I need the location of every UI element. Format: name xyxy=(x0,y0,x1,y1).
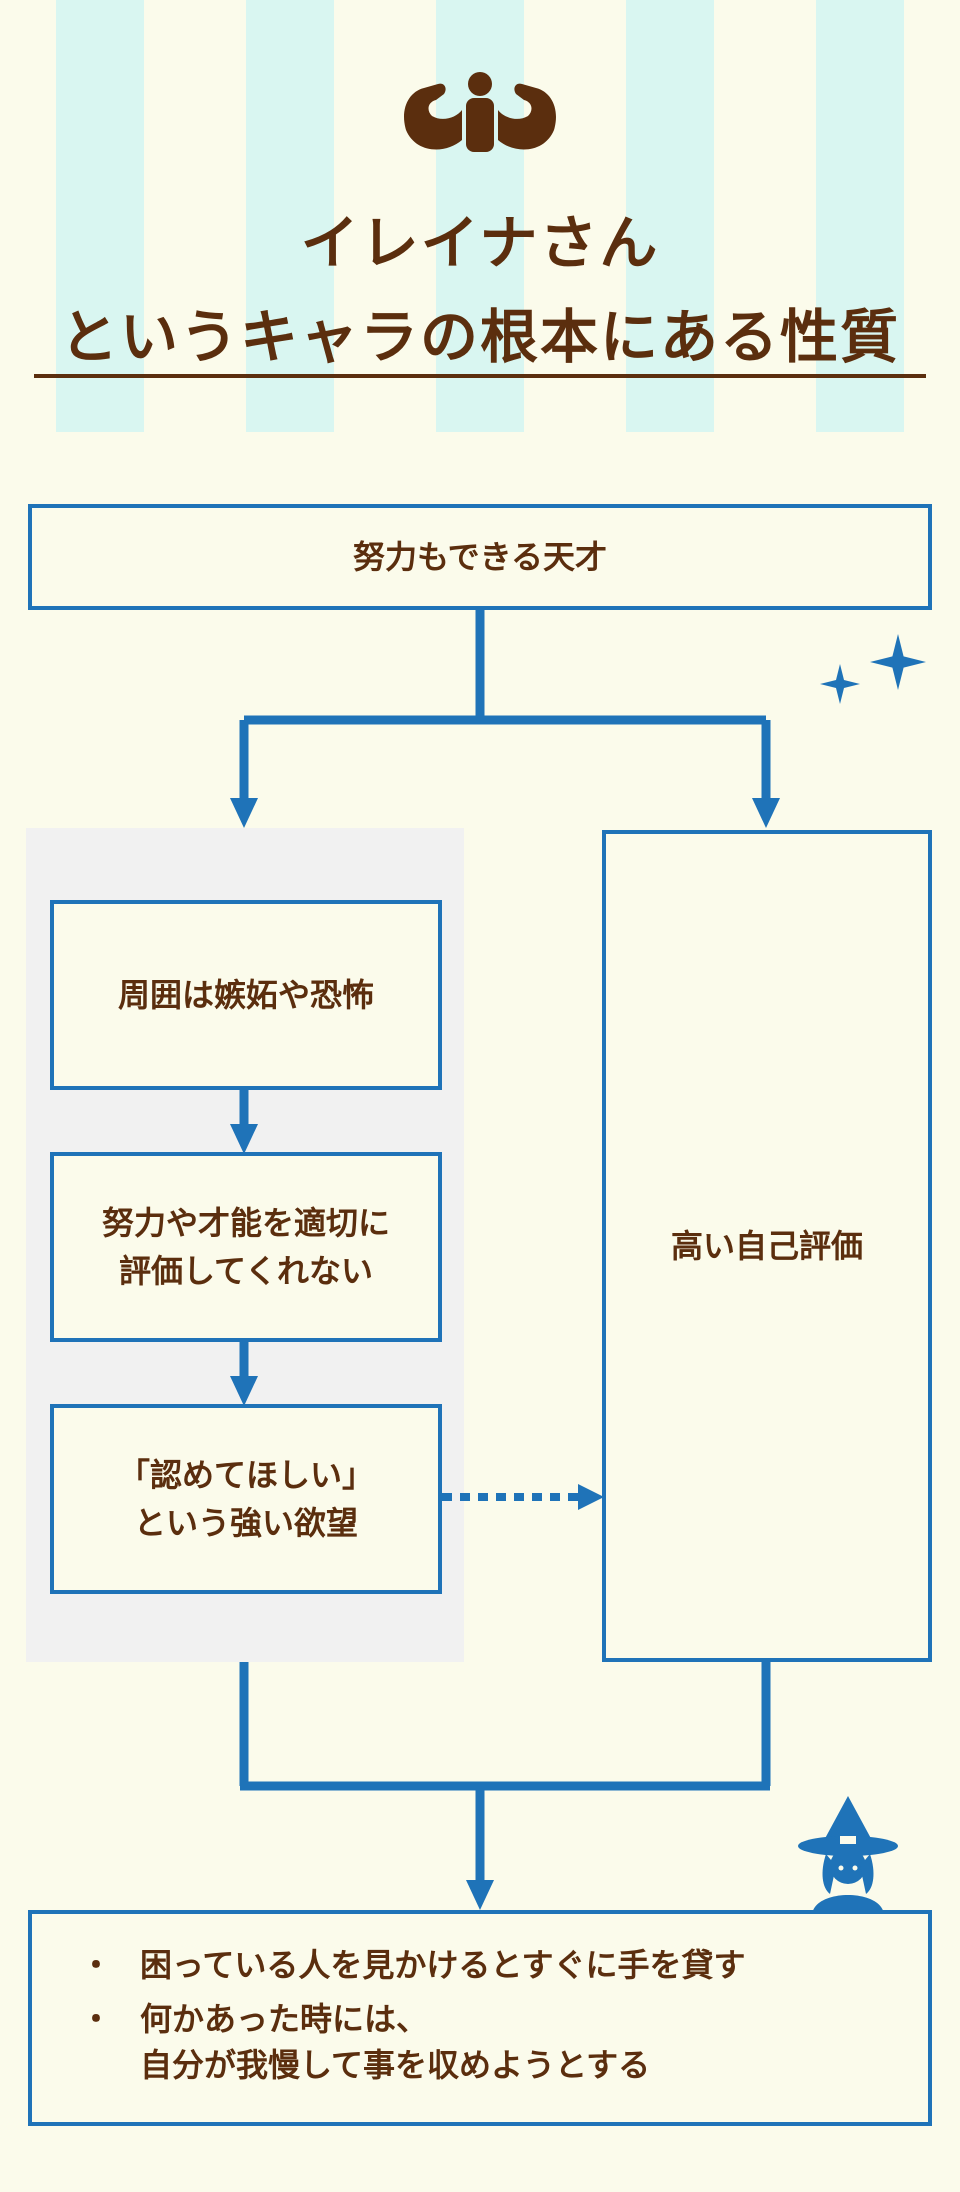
right-box: 高い自己評価 xyxy=(602,830,932,1662)
arrowhead-bottom xyxy=(466,1880,494,1910)
arrowhead-left-2 xyxy=(230,1376,258,1406)
header-stripes xyxy=(0,0,960,432)
arrowhead-right xyxy=(752,798,780,828)
result-item-2: ・ 何かあった時には、 自分が我慢して事を収めようとする xyxy=(80,1996,898,2088)
arrowhead-dotted xyxy=(578,1484,604,1510)
left-box-3-label: 「認めてほしい」 という強い欲望 xyxy=(117,1456,374,1542)
arrowhead-left-1 xyxy=(230,1124,258,1154)
witch-icon xyxy=(798,1796,898,1916)
top-box-label: 努力もできる天才 xyxy=(352,538,608,576)
sparkle-icon xyxy=(820,664,860,704)
title-line-1: イレイナさん xyxy=(300,209,660,277)
sparkle-icon-large xyxy=(870,634,926,690)
arrowhead-left xyxy=(230,798,258,828)
bullet-dot: ・ xyxy=(80,1946,113,1984)
left-box-2: 努力や才能を適切に 評価してくれない xyxy=(50,1152,442,1342)
title-line-2: というキャラの根本にある性質 xyxy=(59,303,900,371)
left-box-3: 「認めてほしい」 という強い欲望 xyxy=(50,1404,442,1594)
top-box: 努力もできる天才 xyxy=(28,504,932,610)
right-box-label: 高い自己評価 xyxy=(670,1227,863,1265)
bullet-dot: ・ xyxy=(80,2000,113,2038)
title-underline xyxy=(34,374,926,378)
flexed-arm-muscle-icon xyxy=(404,72,556,152)
result-item-1: ・ 困っている人を見かけるとすぐに手を貸す xyxy=(80,1942,898,1988)
left-box-2-label: 努力や才能を適切に 評価してくれない xyxy=(101,1204,390,1290)
left-box-1: 周囲は嫉妬や恐怖 xyxy=(50,900,442,1090)
result-item-2-text: 何かあった時には、 自分が我慢して事を収めようとする xyxy=(140,2000,651,2084)
result-box: ・ 困っている人を見かけるとすぐに手を貸す ・ 何かあった時には、 自分が我慢し… xyxy=(28,1910,932,2126)
header: イレイナさん というキャラの根本にある性質 xyxy=(0,0,960,432)
result-item-1-text: 困っている人を見かけるとすぐに手を貸す xyxy=(140,1946,746,1984)
left-box-1-label: 周囲は嫉妬や恐怖 xyxy=(117,976,374,1014)
